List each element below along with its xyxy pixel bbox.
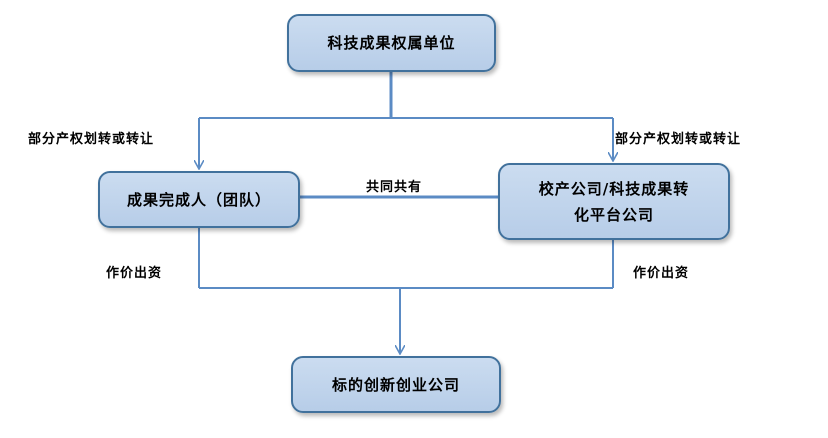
node-completion-team: 成果完成人（团队） <box>98 171 300 228</box>
node-target-company-label: 标的创新创业公司 <box>331 375 460 394</box>
edge-label-right-transfer: 部分产权划转或转让 <box>615 132 742 147</box>
node-ownership-unit-label: 科技成果权属单位 <box>327 34 456 52</box>
edge-label-co-own: 共同共有 <box>366 180 423 195</box>
node-transfer-platform-label-line1: 校产公司/科技成果转 <box>538 179 690 198</box>
node-transfer-platform: 校产公司/科技成果转 化平台公司 <box>498 163 730 240</box>
node-target-company: 标的创新创业公司 <box>291 356 501 413</box>
node-ownership-unit: 科技成果权属单位 <box>287 14 496 72</box>
node-transfer-platform-label-line2: 化平台公司 <box>573 205 654 224</box>
edge-label-left-invest: 作价出资 <box>106 266 163 281</box>
edge-label-right-invest: 作价出资 <box>633 266 690 281</box>
edge-label-left-transfer: 部分产权划转或转让 <box>28 132 155 147</box>
node-completion-team-label: 成果完成人（团队） <box>126 190 271 209</box>
